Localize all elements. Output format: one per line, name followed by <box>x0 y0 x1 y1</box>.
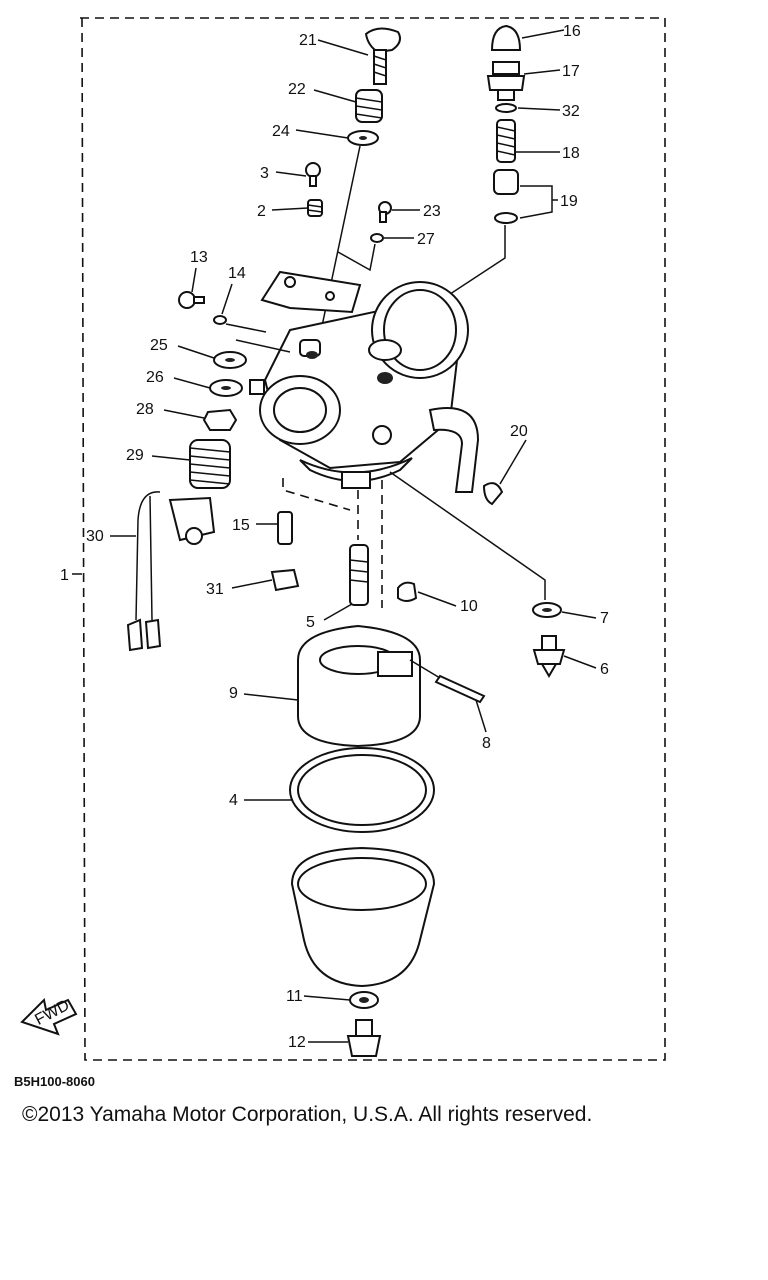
part-o-ring-32 <box>495 103 517 113</box>
part-spring-22 <box>355 89 383 123</box>
callout-5: 5 <box>306 614 315 631</box>
part-washer-14 <box>213 315 227 325</box>
part-clip-20 <box>482 482 504 506</box>
leader-23-27 <box>337 243 376 272</box>
leader-8 <box>409 659 441 679</box>
part-carburetor-body <box>249 270 480 493</box>
callout-27: 27 <box>417 231 435 248</box>
callout-leaders <box>72 29 597 1043</box>
callout-4: 4 <box>229 792 238 809</box>
part-needle-jet-15 <box>277 511 293 545</box>
part-washer-25 <box>213 351 247 369</box>
part-spring-2 <box>307 199 323 217</box>
part-plunger-19 <box>493 169 519 224</box>
part-washer-7 <box>532 602 562 618</box>
part-screw-23 <box>378 201 392 223</box>
callout-2: 2 <box>257 203 266 220</box>
carburetor-exploded-diagram: FWD 21 22 24 3 <box>20 17 666 1061</box>
callout-11: 11 <box>286 988 303 1005</box>
copyright-notice: ©2013 Yamaha Motor Corporation, U.S.A. A… <box>22 1103 593 1126</box>
part-washer-11 <box>349 991 379 1009</box>
callout-3: 3 <box>260 165 269 182</box>
part-plug-31 <box>270 568 300 592</box>
callout-29: 29 <box>126 447 144 464</box>
callout-20: 20 <box>510 423 528 440</box>
part-spring-18 <box>496 119 516 163</box>
part-washer-26 <box>209 379 243 397</box>
callout-6: 6 <box>600 661 609 678</box>
callout-32: 32 <box>562 103 580 120</box>
callout-13: 13 <box>190 249 208 266</box>
callout-31: 31 <box>206 581 224 598</box>
diagram-code: B5H100-8060 <box>14 1074 95 1089</box>
callout-26: 26 <box>146 369 164 386</box>
part-throttle-stop-screw-21 <box>364 27 401 85</box>
callout-9: 9 <box>229 685 238 702</box>
leader-15-dashed <box>282 478 351 511</box>
callout-21: 21 <box>299 32 317 49</box>
callout-15: 15 <box>232 517 250 534</box>
part-screw-3 <box>305 162 321 187</box>
callout-30: 30 <box>86 528 104 545</box>
callout-25: 25 <box>150 337 168 354</box>
part-washer-24 <box>347 130 379 146</box>
part-screw-13 <box>178 291 205 309</box>
callout-24: 24 <box>272 123 290 140</box>
callout-8: 8 <box>482 735 491 752</box>
part-gasket-4 <box>289 747 435 833</box>
part-drain-plug-12 <box>346 1019 382 1057</box>
callout-18: 18 <box>562 145 580 162</box>
assembly-boundary <box>80 17 666 1061</box>
part-float-bowl <box>290 846 436 988</box>
callout-22: 22 <box>288 81 306 98</box>
callout-19: 19 <box>560 193 578 210</box>
leader-13-14 <box>225 323 291 353</box>
callout-1: 1 <box>60 567 69 584</box>
callout-7: 7 <box>600 610 609 627</box>
callout-28: 28 <box>136 401 154 418</box>
part-mixing-chamber-top-17 <box>486 61 526 101</box>
callout-16: 16 <box>563 23 581 40</box>
part-float-9 <box>297 624 421 748</box>
callout-14: 14 <box>228 265 246 282</box>
part-needle-valve-6 <box>532 635 566 678</box>
part-main-jet-5 <box>349 544 369 606</box>
callout-10: 10 <box>460 598 478 615</box>
front-direction-arrow: FWD <box>20 997 78 1036</box>
leader-7-to-body <box>389 471 546 600</box>
leader-24-to-body <box>317 145 361 346</box>
callout-17: 17 <box>562 63 580 80</box>
part-float-pin-8 <box>434 674 486 704</box>
part-starter-plunger-30 <box>126 491 216 652</box>
part-cap-16 <box>490 24 522 51</box>
callout-12: 12 <box>288 1034 306 1051</box>
callout-23: 23 <box>423 203 441 220</box>
part-jet-10 <box>397 581 418 602</box>
part-spring-29 <box>189 439 231 489</box>
part-washer-27 <box>370 233 384 243</box>
part-nut-28 <box>202 408 238 431</box>
